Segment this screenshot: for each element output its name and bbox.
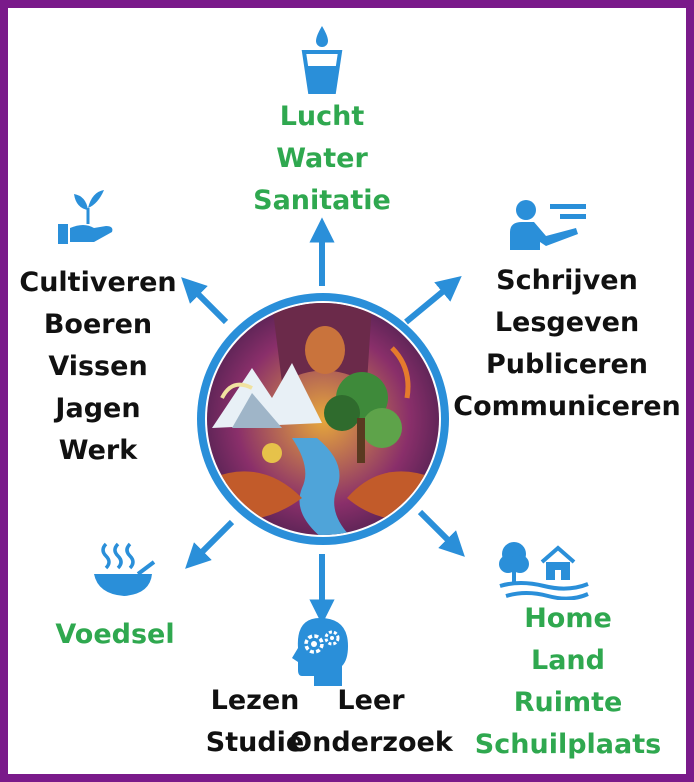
node-top-left-line: Werk (58, 435, 138, 466)
node-top-left-line: Boeren (43, 309, 153, 340)
arrow-up-right (404, 275, 462, 325)
node-top-right-line: Schrijven (496, 265, 638, 296)
node-top-label: Lucht Water Sanitatie (222, 96, 422, 222)
node-top-left-line: Cultiveren (19, 267, 177, 298)
node-top-left-line: Vissen (48, 351, 148, 382)
node-bottom-line: Studie (205, 727, 305, 758)
node-bottom-right-line: Land (531, 645, 605, 676)
node-top-left-label: Cultiveren Boeren Vissen Jagen Werk (18, 262, 178, 472)
node-top-right-line: Lesgeven (494, 307, 640, 338)
node-bottom-right-line: Ruimte (513, 687, 623, 718)
node-bottom-left-column: Lezen Studie (196, 680, 314, 764)
arrow-right-down (417, 509, 465, 557)
node-bottom-line: Leer (337, 685, 405, 716)
node-top-left-line: Jagen (55, 393, 141, 424)
node-top-right-line: Publiceren (485, 349, 648, 380)
head-gears-icon (292, 618, 348, 686)
node-bottom-right-line: Home (524, 603, 612, 634)
arrow-down-left (185, 519, 235, 569)
bowl-icon (94, 542, 156, 596)
house-tree-icon (499, 542, 589, 600)
earth-painting-circle (197, 293, 449, 545)
node-bottom-left-line: Voedsel (55, 619, 175, 650)
node-bottom-right-label: Home Land Ruimte Schuilplaats (470, 598, 666, 766)
node-top-right-line: Communiceren (453, 391, 681, 422)
node-bottom-line: Onderzoek (289, 727, 453, 758)
arrow-up-left (181, 277, 229, 325)
node-bottom-left-label: Voedsel (42, 614, 188, 656)
node-top-line: Water (276, 143, 368, 174)
hand-plant-icon (58, 190, 113, 244)
node-top-right-label: Schrijven Lesgeven Publiceren Communicer… (444, 260, 690, 428)
node-bottom-line: Lezen (210, 685, 300, 716)
teacher-icon (510, 200, 586, 250)
node-top-line: Sanitatie (253, 185, 391, 216)
water-glass-icon (301, 26, 343, 94)
node-bottom-right-line: Schuilplaats (474, 729, 662, 760)
node-top-line: Lucht (279, 101, 365, 132)
node-bottom-right-column: Leer Onderzoek (288, 680, 454, 764)
